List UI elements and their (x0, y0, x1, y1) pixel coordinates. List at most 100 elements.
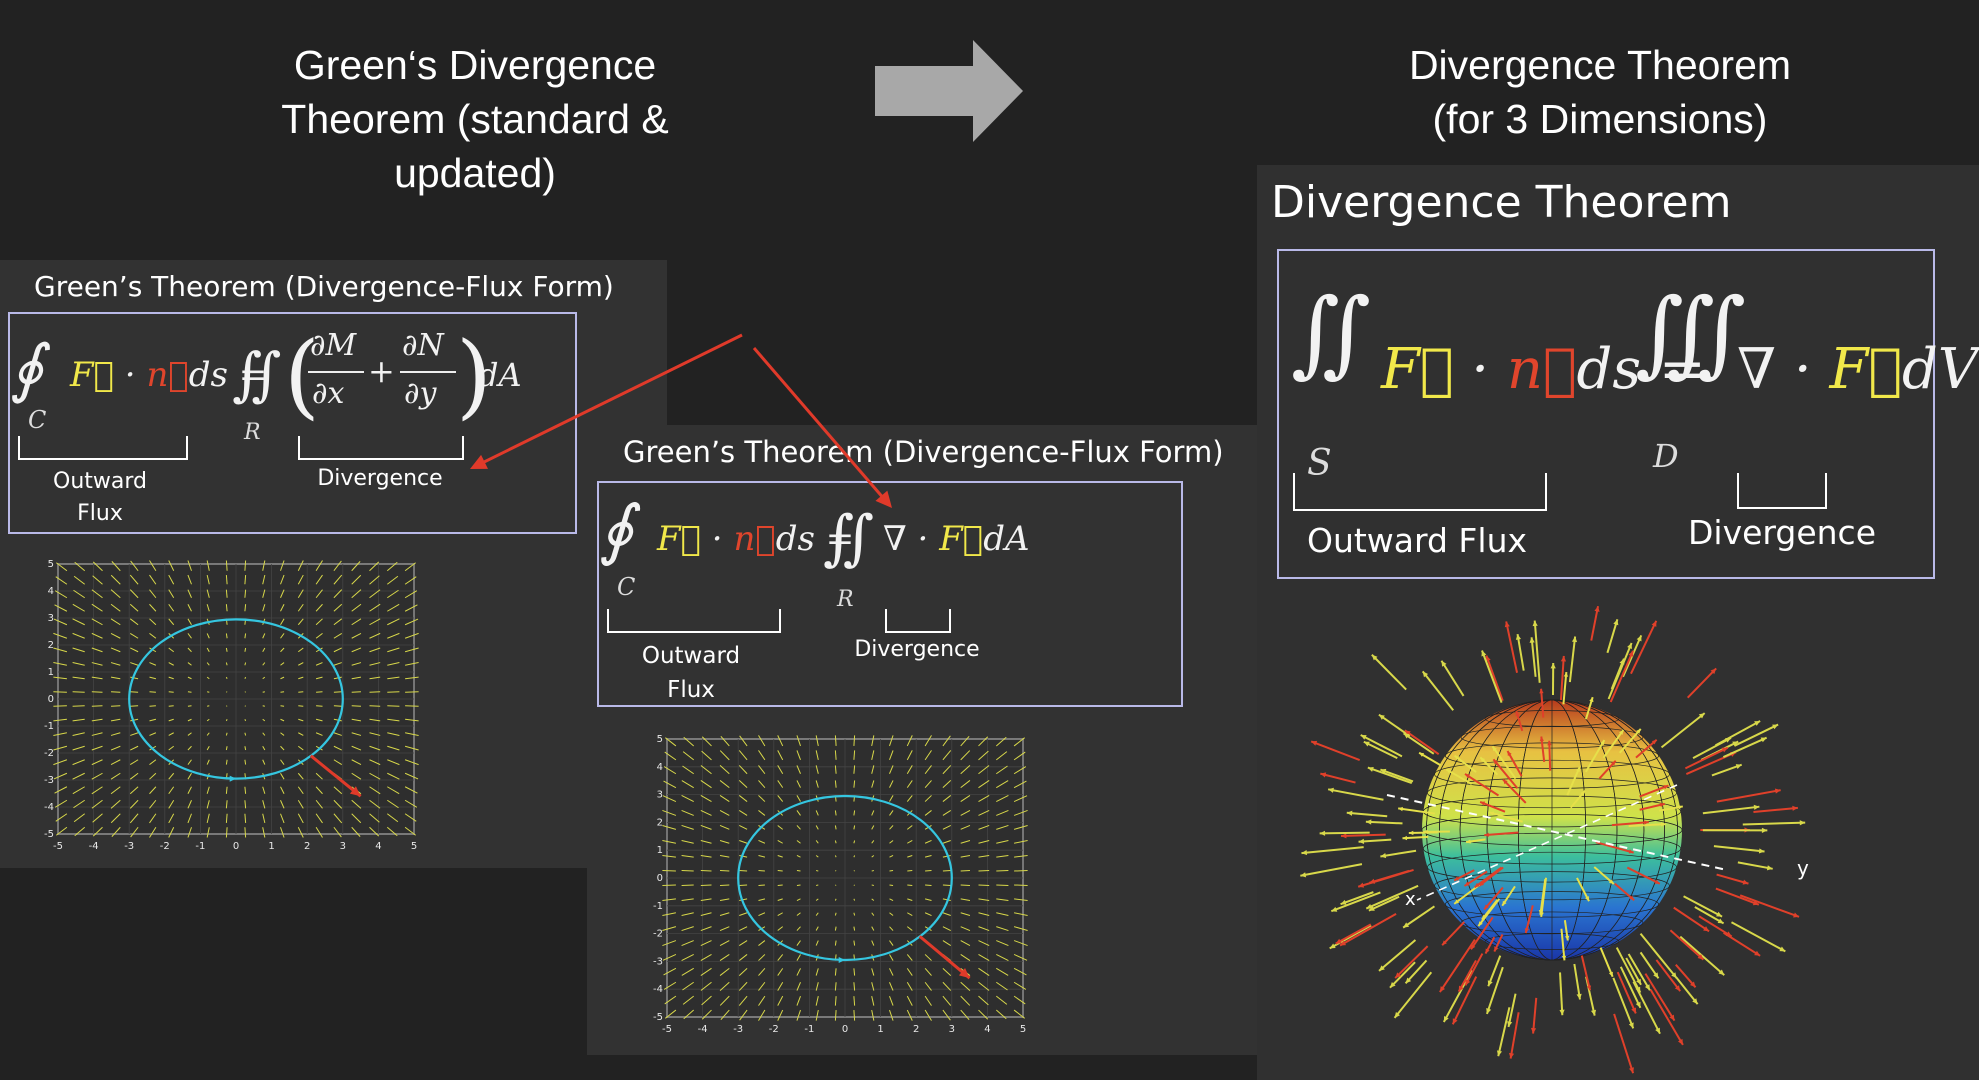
field-arrow (225, 676, 228, 679)
field-arrow (130, 647, 139, 653)
y-axis-line (1386, 794, 1728, 871)
field-arrow (925, 869, 932, 872)
field-arrow (244, 800, 247, 809)
outward-flux-label: Outward Flux (641, 643, 741, 703)
field-arrow (262, 691, 265, 693)
field-arrow (681, 898, 694, 902)
field-arrow (681, 780, 694, 789)
field-arrow (907, 840, 913, 844)
field-arrow (889, 884, 894, 887)
field-arrow (682, 995, 695, 1005)
field-arrow (225, 633, 228, 639)
field-arrow (187, 745, 192, 751)
field-arrow (1320, 772, 1356, 784)
right-paren: ) (456, 322, 492, 429)
y-tick-label: -1 (44, 721, 54, 732)
field-arrow (796, 954, 801, 961)
field-arrow (73, 575, 86, 585)
field-arrow (871, 840, 875, 844)
field-arrow (853, 912, 856, 916)
outward-flux-label: Outward Flux (1306, 521, 1528, 560)
field-arrow (315, 676, 323, 680)
field-arrow (853, 780, 856, 788)
field-arrow (700, 780, 712, 789)
field-arrow (333, 676, 342, 680)
field-arrow (960, 995, 971, 1006)
field-arrow (871, 982, 875, 991)
field-arrow (682, 751, 695, 761)
field-arrow (738, 967, 748, 976)
field-arrow (262, 604, 266, 612)
field-arrow (91, 647, 103, 653)
field-arrow (53, 647, 68, 653)
field-arrow (1327, 788, 1384, 801)
divergence-integrand: ∇ · F⃗dV (1737, 337, 1979, 402)
field-arrow (665, 1009, 677, 1019)
field-arrow (681, 839, 694, 844)
field-arrow (280, 718, 285, 722)
field-arrow (960, 810, 971, 816)
field-arrow (1319, 831, 1370, 835)
field-arrow (149, 813, 157, 824)
field-arrow (719, 854, 730, 858)
field-arrow (298, 662, 304, 666)
field-arrow (53, 759, 68, 766)
field-arrow (796, 869, 801, 872)
field-arrow (871, 870, 874, 872)
field-arrow (404, 576, 417, 585)
field-arrow (333, 589, 343, 599)
field-arrow (978, 869, 990, 872)
field-arrow (1367, 766, 1413, 785)
field-arrow (1393, 971, 1433, 1019)
field-arrow (738, 795, 748, 802)
field-arrow (796, 795, 801, 802)
field-arrow (187, 786, 192, 794)
x-tick-label: 4 (984, 1024, 990, 1035)
x-tick-label: 1 (877, 1024, 883, 1035)
field-arrow (738, 780, 748, 789)
field-arrow (244, 705, 246, 707)
field-arrow (168, 618, 175, 626)
field-arrow (1599, 947, 1614, 978)
field-arrow (1684, 746, 1729, 770)
field-arrow (996, 794, 1009, 802)
field-arrow (333, 647, 342, 653)
field-arrow (387, 759, 400, 766)
field-arrow (53, 772, 68, 780)
partial-y: ∂y (404, 376, 437, 411)
field-arrow (315, 560, 323, 572)
x-axis-label: x (1405, 889, 1416, 910)
field-arrow (168, 603, 175, 612)
field-arrow (1485, 655, 1504, 702)
field-arrow (91, 705, 103, 707)
field-arrow (168, 574, 175, 585)
field-arrow (960, 750, 971, 761)
field-arrow (149, 826, 157, 838)
field-arrow (387, 676, 400, 680)
field-arrow (1635, 739, 1658, 759)
field-arrow (130, 691, 139, 693)
y-tick-label: 2 (657, 817, 663, 828)
field-arrow (960, 854, 971, 858)
field-arrow (187, 705, 192, 707)
field-arrow (244, 786, 247, 794)
field-arrow (1530, 637, 1537, 677)
field-arrow (72, 691, 85, 693)
field-arrow (149, 705, 156, 707)
field-arrow (739, 912, 748, 917)
field-arrow (777, 750, 784, 761)
field-arrow (91, 603, 103, 612)
field-arrow (56, 562, 68, 572)
field-arrow (206, 759, 210, 765)
mesh-latitude (1427, 851, 1677, 883)
field-arrow (907, 869, 913, 872)
field-arrow (1013, 1009, 1025, 1019)
field-arrow (110, 647, 121, 653)
mesh-longitude (1426, 699, 1678, 961)
field-arrow (369, 603, 381, 612)
field-arrow (925, 884, 932, 887)
field-arrow (149, 732, 157, 736)
y-tick-label: -5 (653, 1012, 663, 1023)
field-arrow (91, 718, 103, 722)
divergence-label: Divergence (1687, 513, 1876, 552)
